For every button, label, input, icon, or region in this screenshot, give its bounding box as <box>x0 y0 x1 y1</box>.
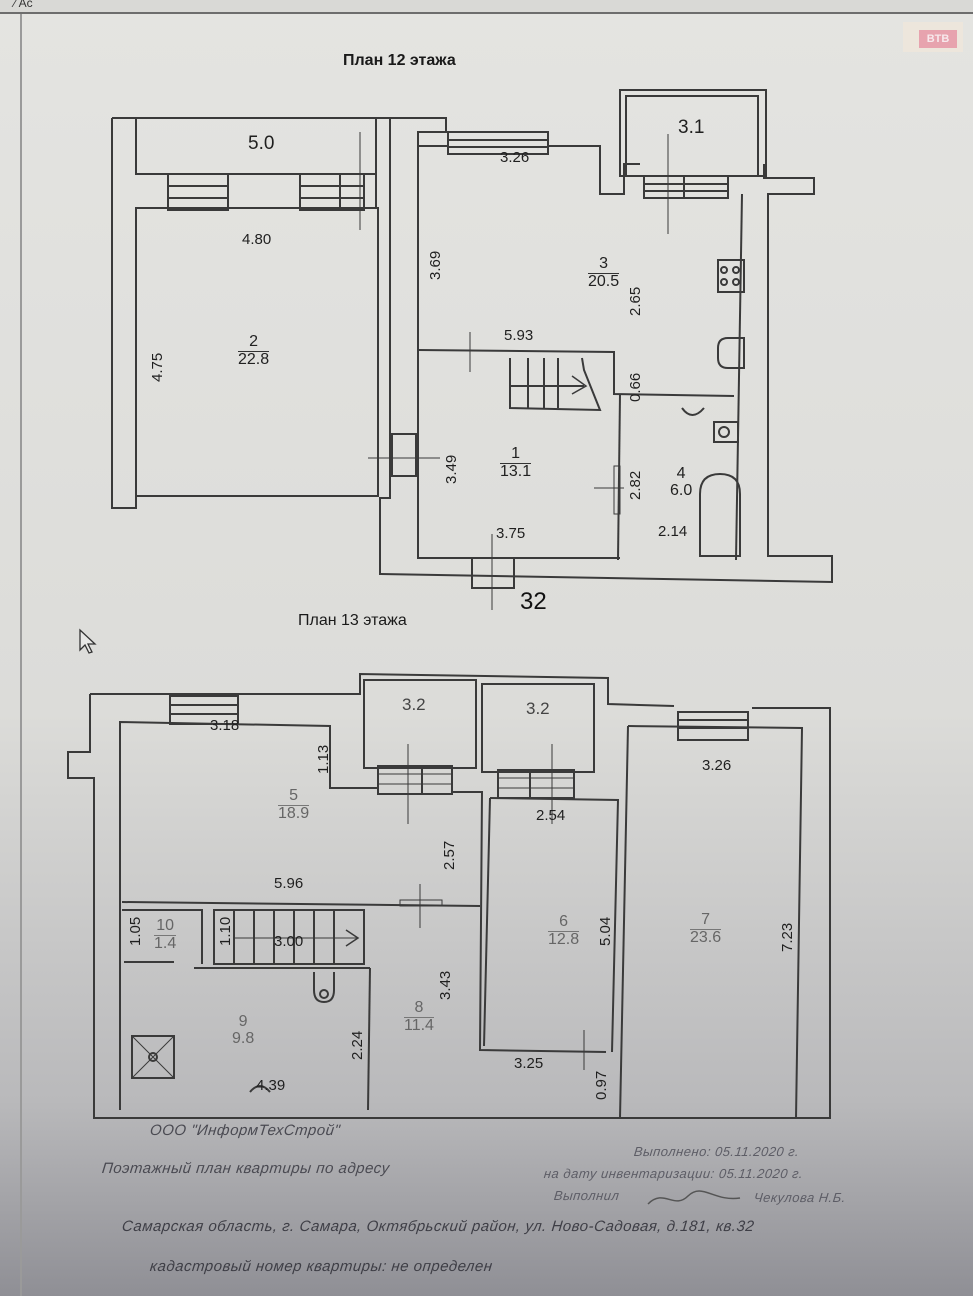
dim-3-69: 3.69 <box>427 250 444 280</box>
signature-icon <box>647 1190 741 1205</box>
footer-executor-label: Выполнил <box>553 1188 621 1203</box>
dim-3-00: 3.00 <box>274 933 304 950</box>
footer-company: ООО "ИнформТехСтрой" <box>149 1122 342 1139</box>
dim-7-23: 7.23 <box>779 922 796 952</box>
dim-2-82: 2.82 <box>627 470 644 500</box>
corner-badge: BTB <box>903 22 963 52</box>
dim-3-75: 3.75 <box>496 525 526 542</box>
floor-plan-drawing <box>67 89 833 1119</box>
app-toolbar-strip: ⁄ Ac <box>0 0 973 14</box>
dim-2-65: 2.65 <box>627 286 644 316</box>
plan-13-title: План 13 этажа <box>298 612 407 629</box>
balcony-area-right: 3.1 <box>678 117 705 138</box>
footer-executed: Выполнено: 05.11.2020 г. <box>633 1144 801 1159</box>
toolbar-glyph: ⁄ Ac <box>14 0 33 10</box>
footer-inventory-date: на дату инвентаризации: 05.11.2020 г. <box>543 1166 804 1181</box>
dim-2-14: 2.14 <box>658 523 688 540</box>
dim-2-24: 2.24 <box>349 1030 366 1060</box>
dim-0-66: 0.66 <box>627 372 644 402</box>
dim-5-96: 5.96 <box>274 875 304 892</box>
dim-5-04: 5.04 <box>597 916 614 946</box>
apartment-number: 32 <box>520 588 547 615</box>
window-left-border <box>20 14 22 1296</box>
dim-2-54: 2.54 <box>536 807 566 824</box>
dim-3-49: 3.49 <box>443 454 460 484</box>
dim-3-43: 3.43 <box>437 970 454 1000</box>
dim-3-25: 3.25 <box>514 1055 544 1072</box>
balcony-area-13-right: 3.2 <box>526 699 550 718</box>
document-page: План 12 этажа План 13 этажа 5.0 3.1 3.26… <box>24 14 973 1296</box>
dim-1-10: 1.10 <box>217 916 234 946</box>
dim-4-39: 4.39 <box>256 1077 286 1094</box>
balcony-area-13-left: 3.2 <box>402 695 426 714</box>
dim-3-26: 3.26 <box>500 149 530 166</box>
dim-3-18: 3.18 <box>210 717 240 734</box>
dim-0-97: 0.97 <box>593 1070 610 1100</box>
footer-doc-title: Поэтажный план квартиры по адресу <box>101 1160 391 1177</box>
footer-cadastral: кадастровый номер квартиры: не определен <box>149 1258 494 1275</box>
plan-12-title: План 12 этажа <box>343 52 456 69</box>
footer-executor-name: Чекулова Н.Б. <box>753 1190 847 1205</box>
dim-5-93: 5.93 <box>504 327 534 344</box>
balcony-area-left: 5.0 <box>248 133 275 154</box>
dim-3-26-13: 3.26 <box>702 757 732 774</box>
dim-4-75: 4.75 <box>149 352 166 382</box>
badge-mark: BTB <box>919 30 957 48</box>
dim-2-57: 2.57 <box>441 840 458 870</box>
dim-1-13: 1.13 <box>315 744 332 774</box>
plan-13-walls <box>67 672 831 1119</box>
mouse-cursor-icon <box>79 628 97 654</box>
footer-address: Самарская область, г. Самара, Октябрьски… <box>121 1218 756 1235</box>
plan-12-walls <box>111 89 833 610</box>
dim-1-05: 1.05 <box>127 916 144 946</box>
dim-4-80: 4.80 <box>242 231 272 248</box>
